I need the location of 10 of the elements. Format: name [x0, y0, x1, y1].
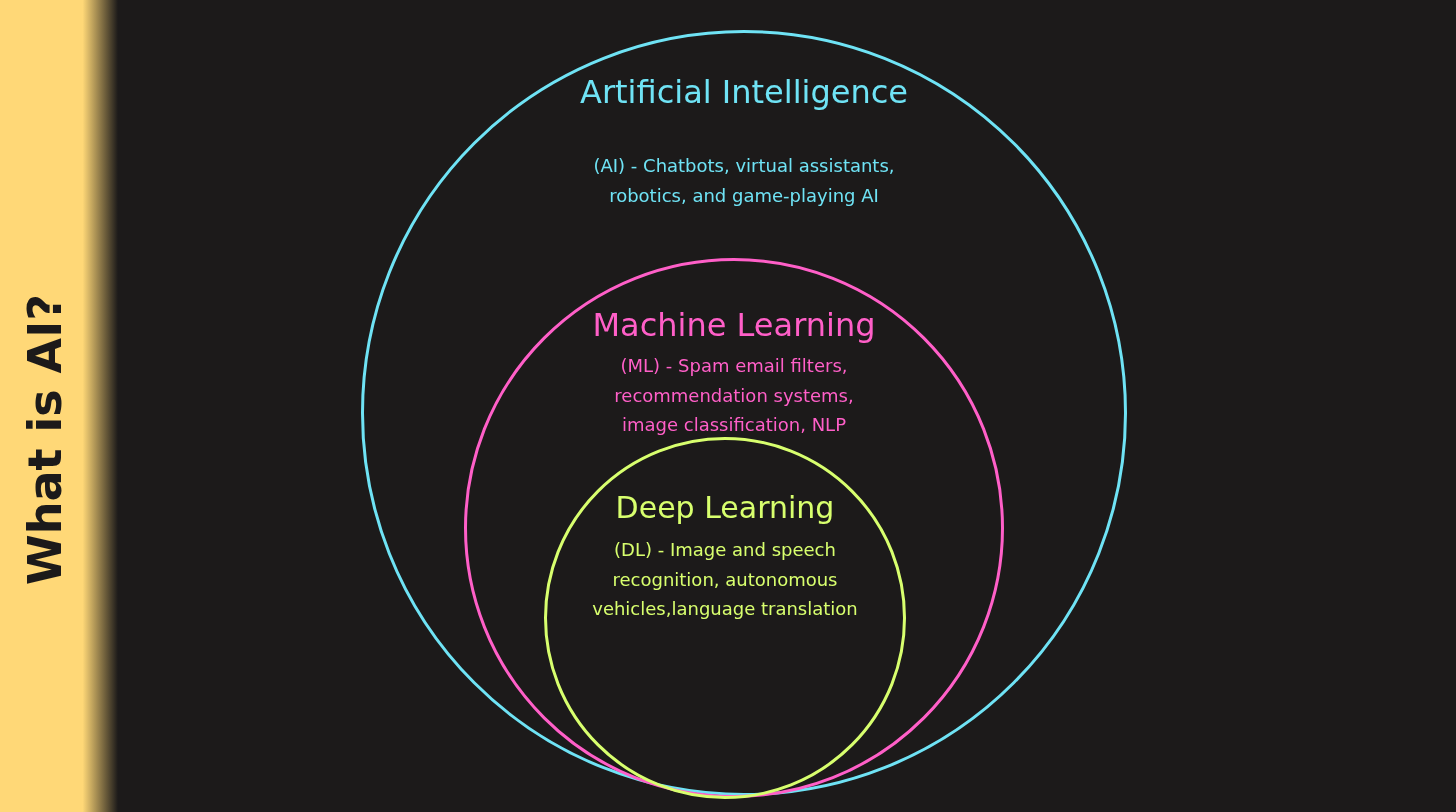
- vertical-title: What is AI?: [22, 294, 68, 586]
- circle-description: (DL) - Image and speech recognition, autonomous vehicles,language translation: [591, 538, 859, 622]
- circle-heading: Machine Learning: [592, 306, 876, 345]
- venn-circle: [544, 437, 906, 799]
- venn-circle: [361, 30, 1127, 796]
- circle-description: (AI) - Chatbots, virtual assistants, robotics, and game-playing AI: [592, 154, 896, 208]
- venn-circle: [464, 258, 1004, 798]
- circle-heading: Artificial Intelligence: [580, 73, 908, 112]
- circle-heading: Deep Learning: [615, 490, 835, 526]
- circle-description: (ML) - Spam email filters, recommendation systems, image classification, NLP: [613, 354, 855, 438]
